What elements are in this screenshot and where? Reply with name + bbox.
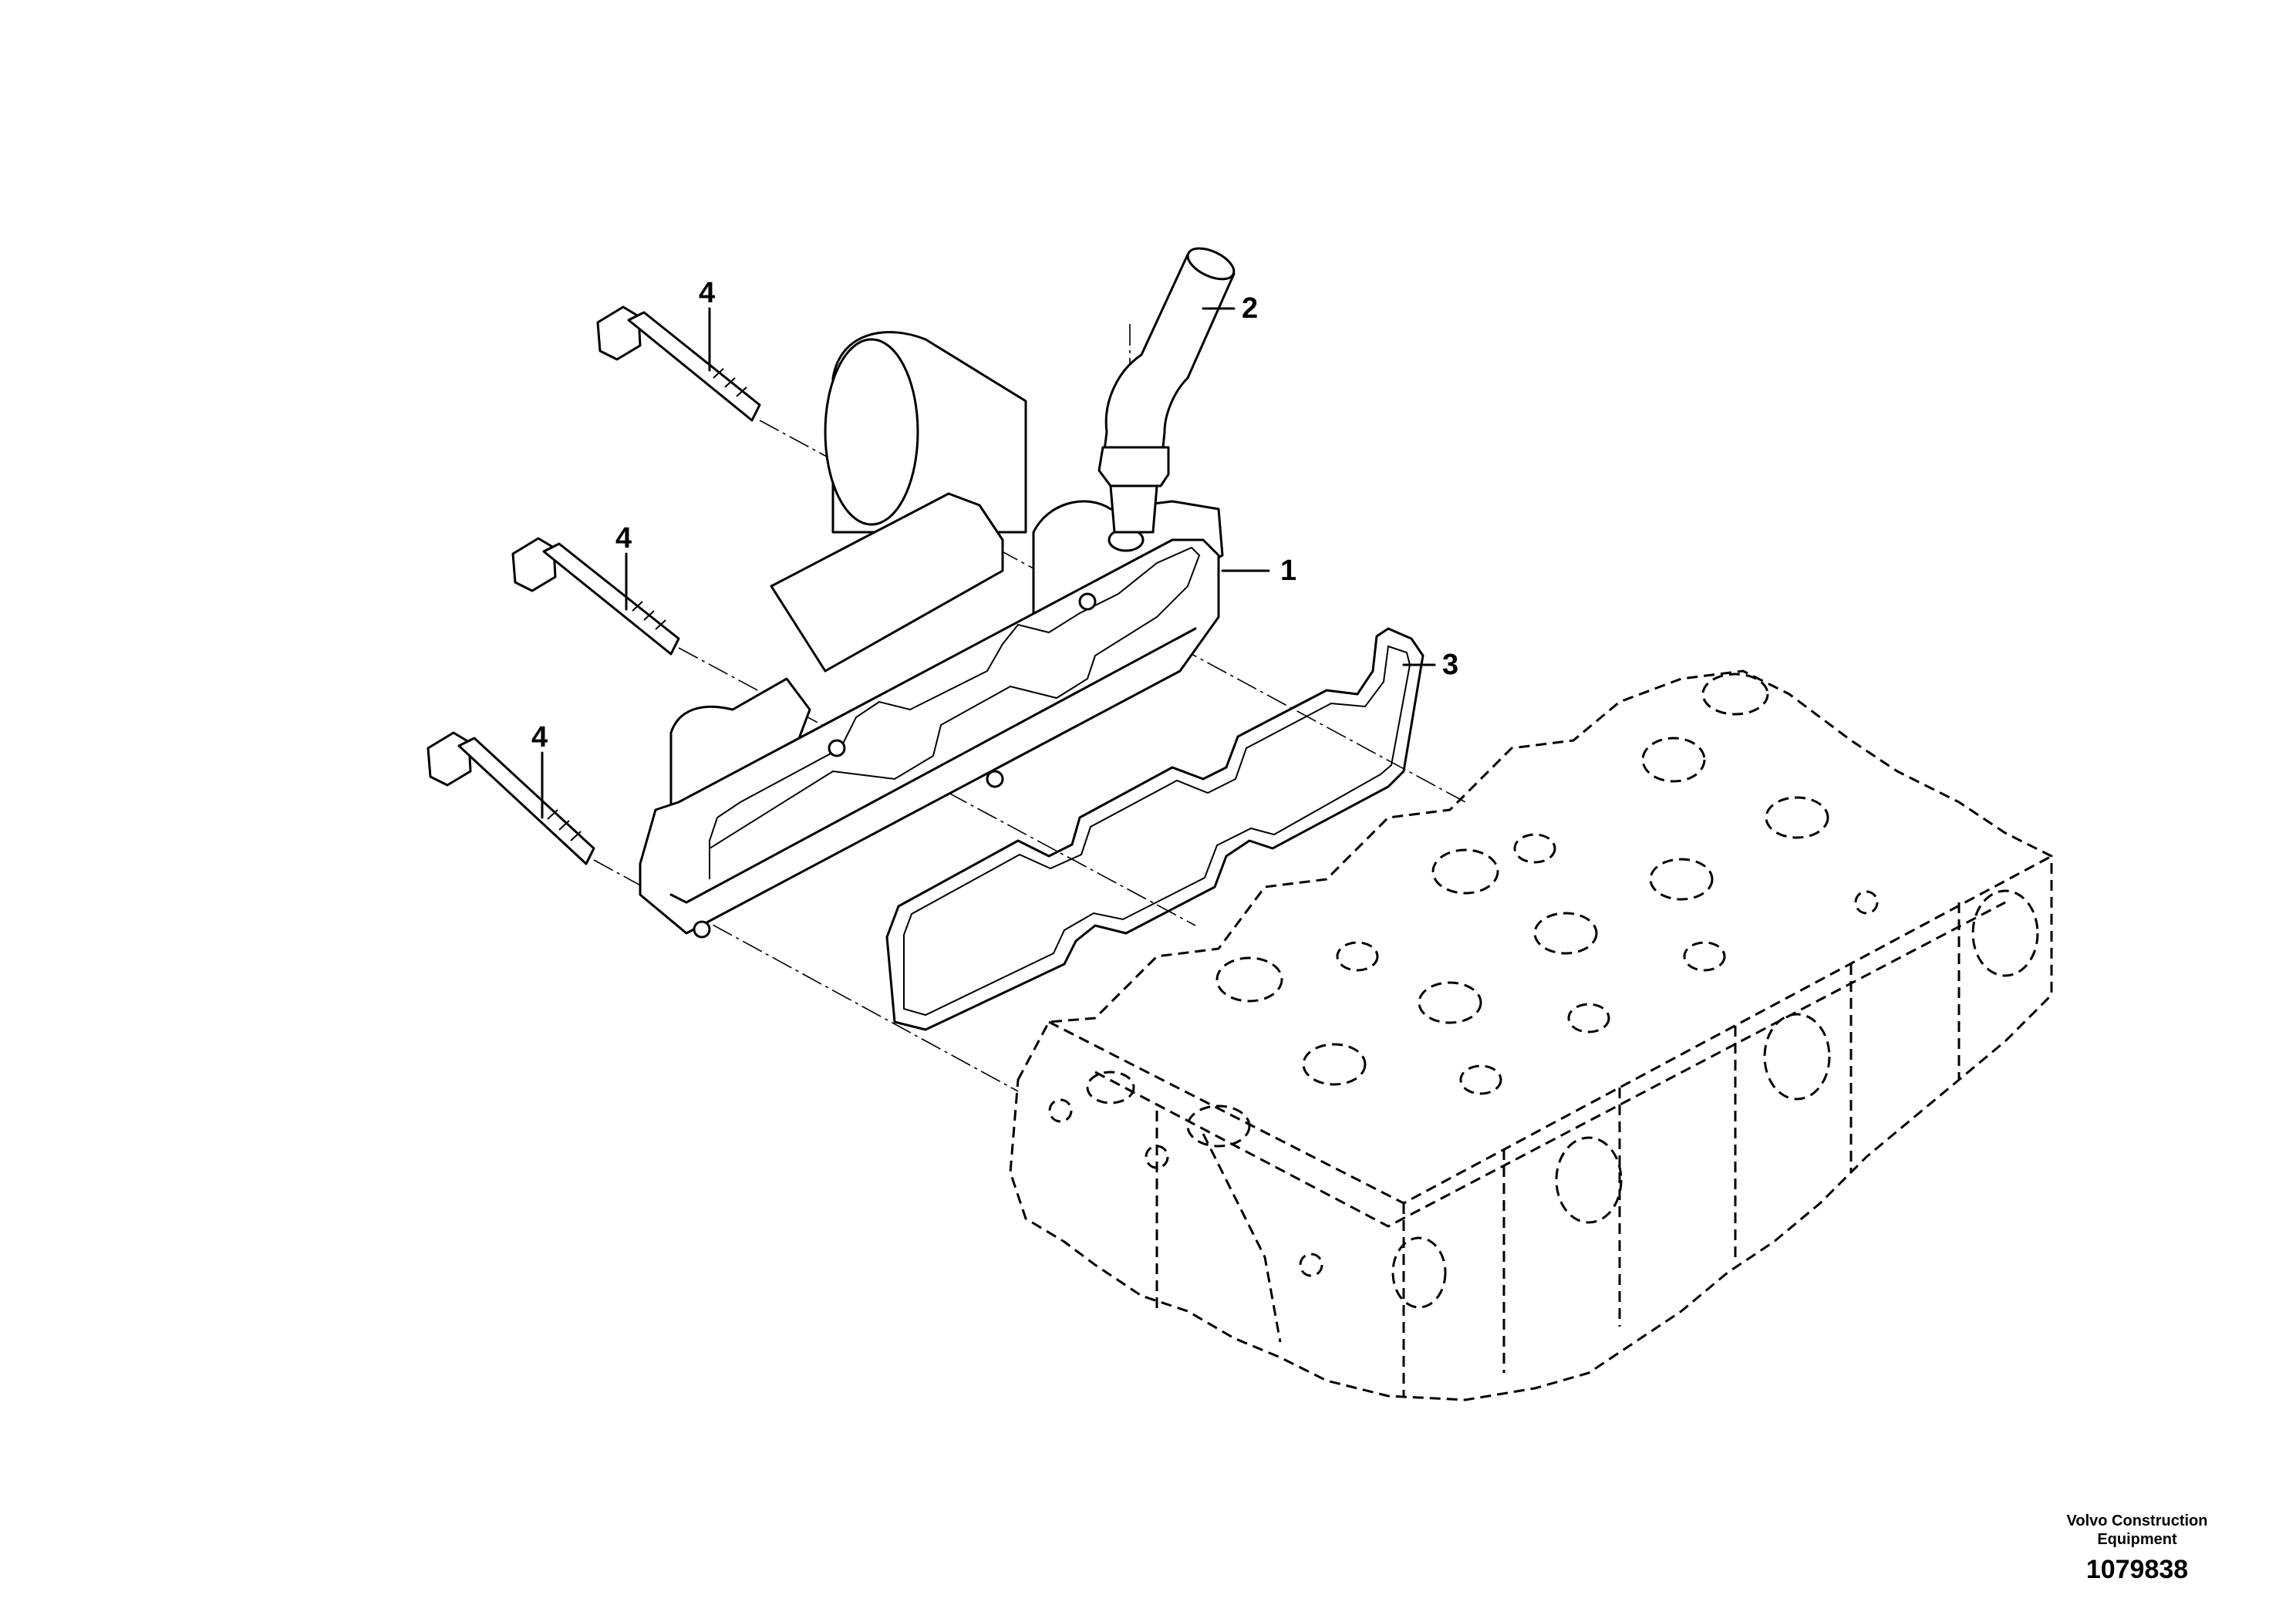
callout-1: 1 bbox=[1221, 555, 1296, 587]
cylinder-head bbox=[1009, 669, 2053, 1401]
callout-4-upper-label: 4 bbox=[699, 277, 715, 309]
callout-2-label: 2 bbox=[1242, 292, 1258, 325]
bolt-upper bbox=[596, 305, 761, 422]
brand-line-2: Equipment bbox=[2097, 1531, 2177, 1548]
document-number: 1079838 bbox=[2085, 1555, 2189, 1584]
callout-4-lower: 4 bbox=[531, 721, 548, 819]
callout-3-label: 3 bbox=[1442, 649, 1458, 681]
callout-3: 3 bbox=[1402, 649, 1458, 681]
callout-4-upper: 4 bbox=[699, 277, 715, 372]
cover bbox=[639, 331, 1224, 939]
breather-pipe bbox=[1097, 247, 1236, 534]
publisher-footer: Volvo Construction Equipment 1079838 bbox=[2021, 1512, 2253, 1585]
gasket bbox=[885, 627, 1424, 1031]
callout-4-lower-label: 4 bbox=[531, 721, 548, 754]
callout-4-middle-label: 4 bbox=[615, 522, 632, 555]
brand-line-1: Volvo Construction bbox=[2066, 1512, 2208, 1529]
callout-1-label: 1 bbox=[1280, 555, 1296, 587]
callout-4-middle: 4 bbox=[615, 522, 632, 611]
bolt-lower bbox=[426, 731, 595, 865]
bolt-middle bbox=[511, 537, 680, 656]
callout-2: 2 bbox=[1202, 292, 1258, 325]
